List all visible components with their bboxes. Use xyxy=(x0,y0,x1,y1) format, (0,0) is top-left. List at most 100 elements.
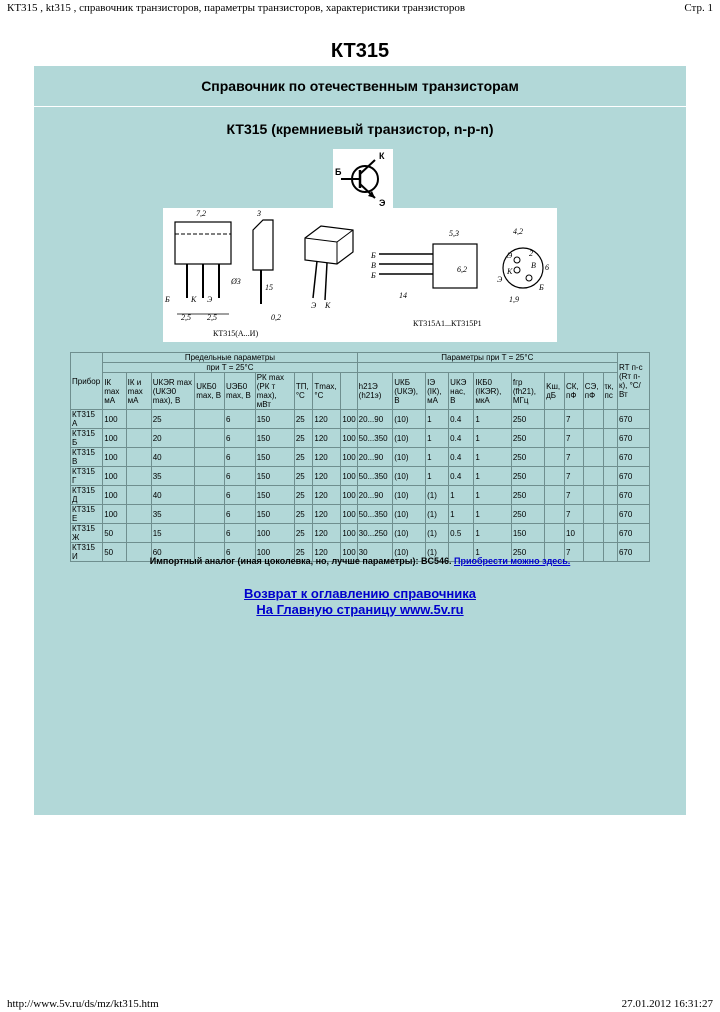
table-cell xyxy=(582,485,604,505)
table-cell: 250 xyxy=(510,485,546,505)
pin-label-11: Б xyxy=(538,283,544,292)
table-cell xyxy=(194,485,225,505)
table-cell: 6 xyxy=(223,447,256,467)
table-cell: 120 xyxy=(312,409,342,429)
toc-link[interactable]: Возврат к оглавлению справочника xyxy=(244,586,476,601)
pin-label-4: Э xyxy=(311,301,317,310)
table-cell: 0.4 xyxy=(448,428,475,448)
params-spacer xyxy=(356,362,618,373)
device-name-cell: КТ315 Ж xyxy=(69,523,104,543)
table-cell: 100 xyxy=(340,409,358,429)
table-cell xyxy=(125,504,152,524)
table-cell: 25 xyxy=(293,504,314,524)
table-cell: 1 xyxy=(473,466,512,486)
col-header: τк, пс xyxy=(602,372,618,410)
table-cell: 100 xyxy=(102,466,127,486)
table-cell: 100 xyxy=(340,466,358,486)
pin-label-6: Б xyxy=(370,251,376,260)
npn-symbol-image: Б К Э xyxy=(333,149,393,209)
table-cell: 100 xyxy=(102,447,127,467)
device-name-cell: КТ315 Д xyxy=(69,485,104,505)
table-cell: 120 xyxy=(312,542,342,562)
pin-label-7: В xyxy=(371,261,376,270)
table-cell: 6 xyxy=(223,542,256,562)
table-cell: (1) xyxy=(425,504,450,524)
table-cell: 1 xyxy=(473,428,512,448)
col-header: UКЭ нас, В xyxy=(448,372,475,410)
table-cell: 120 xyxy=(312,504,342,524)
table-cell xyxy=(125,485,152,505)
table-cell: 1 xyxy=(473,485,512,505)
table-cell: 120 xyxy=(312,523,342,543)
col-header-blank xyxy=(340,372,358,410)
table-cell: (1) xyxy=(425,485,450,505)
table-cell: 670 xyxy=(616,409,651,429)
pin-label-5: К xyxy=(324,301,331,310)
table-cell: 100 xyxy=(340,504,358,524)
table-cell xyxy=(125,409,152,429)
table-cell xyxy=(602,466,618,486)
table-cell: 60 xyxy=(150,542,196,562)
table-cell: 1 xyxy=(473,504,512,524)
home-link[interactable]: На Главную страницу www.5v.ru xyxy=(256,602,464,617)
col-rt-header: RT п-с (Rт п-к), °С/Вт xyxy=(616,352,651,410)
limits-sub-header: при T = 25°C xyxy=(102,362,358,373)
pin-label-3: Э xyxy=(207,295,213,304)
transistor-subtitle: КТ315 (кремниевый транзистор, n-p-n) xyxy=(226,121,494,137)
table-cell: 100 xyxy=(340,523,358,543)
col-header: CК, пФ xyxy=(564,372,584,410)
col-header: UКБ0 max, В xyxy=(194,372,225,410)
print-footer: http://www.5v.ru/ds/mz/kt315.htm 27.01.2… xyxy=(7,996,713,1010)
table-cell: 6 xyxy=(223,466,256,486)
table-cell: 100 xyxy=(340,485,358,505)
table-cell: 30...250 xyxy=(356,523,394,543)
col-header: fгр (fh21), МГц xyxy=(510,372,546,410)
device-name-cell: КТ315 Г xyxy=(69,466,104,486)
table-cell xyxy=(602,447,618,467)
device-name-cell: КТ315 А xyxy=(69,409,104,429)
table-cell: (10) xyxy=(392,485,427,505)
parameters-table: Прибор Предельные параметры Параметры пр… xyxy=(69,352,651,562)
table-cell: 0.4 xyxy=(448,409,475,429)
print-footer-url: http://www.5v.ru/ds/mz/kt315.htm xyxy=(7,998,159,1010)
dim-label-5: 6 xyxy=(545,263,549,272)
dim-label-3: 5,3 xyxy=(449,229,459,238)
col-header: h21Э (h21э) xyxy=(356,372,394,410)
table-cell: 20...90 xyxy=(356,409,394,429)
table-cell: 150 xyxy=(254,409,295,429)
col-header: Tmax, °С xyxy=(312,372,342,410)
table-cell xyxy=(544,485,566,505)
panel-heading: Справочник по отечественным транзисторам xyxy=(34,66,686,107)
col-header: IЭ (IК), мА xyxy=(425,372,450,410)
package-drawing-image: 7,2 2,5 2,5 Б К Э КТ315(А...И) 3 Ø3 15 0… xyxy=(163,208,557,342)
content-panel: Справочник по отечественным транзисторам… xyxy=(34,66,686,815)
symbol-base-label: Б xyxy=(335,167,342,177)
table-header-row-2: при T = 25°C xyxy=(71,362,650,373)
table-cell: 40 xyxy=(150,485,196,505)
table-cell: 670 xyxy=(616,523,651,543)
table-cell: 50 xyxy=(102,523,127,543)
col-header: IКБ0 (IКЭR), мкА xyxy=(473,372,512,410)
table-cell xyxy=(194,428,225,448)
buy-link[interactable]: Приобрести можно здесь. xyxy=(454,556,571,566)
table-cell: 7 xyxy=(564,447,584,467)
col-header: UЭБ0 max, В xyxy=(223,372,256,410)
table-cell: 120 xyxy=(312,447,342,467)
table-cell xyxy=(544,542,566,562)
table-cell: 670 xyxy=(616,542,651,562)
table-cell: 0.4 xyxy=(448,447,475,467)
table-cell xyxy=(544,504,566,524)
table-cell: 120 xyxy=(312,466,342,486)
col-header: CЭ, пФ xyxy=(582,372,604,410)
table-cell xyxy=(125,428,152,448)
pin-label-10: К xyxy=(506,267,513,276)
dim-label-12: 6,2 xyxy=(457,265,467,274)
table-cell: 35 xyxy=(150,466,196,486)
table-cell: 120 xyxy=(312,485,342,505)
nav-links: Возврат к оглавлению справочника На Глав… xyxy=(34,586,686,618)
dim-label-2: 3 xyxy=(256,209,261,218)
